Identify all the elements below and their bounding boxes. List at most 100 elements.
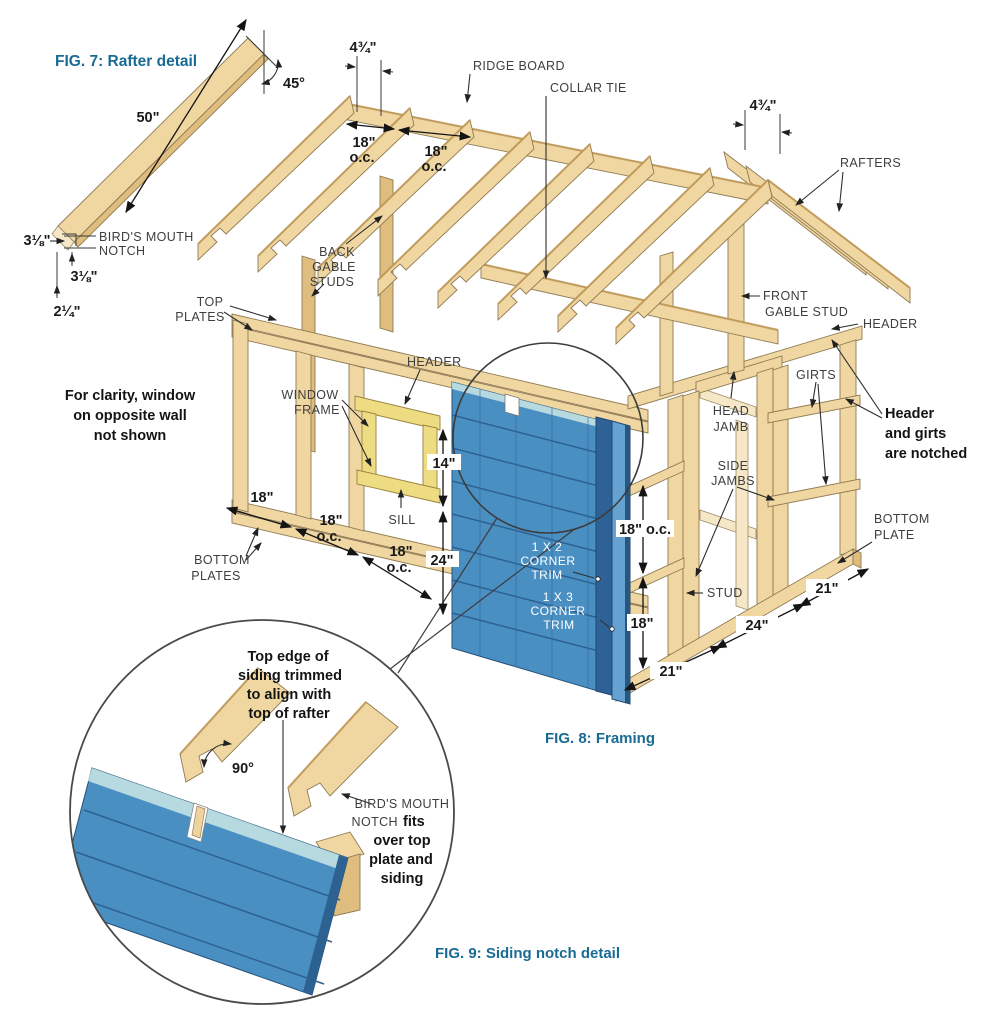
corner-trim-1x2 [595,416,613,696]
svg-text:CORNER: CORNER [530,604,585,618]
fig7-title: FIG. 7: Rafter detail [55,53,197,70]
side-jamb-right [756,367,774,606]
stud-spacing-dim-3: 18" [389,544,412,560]
fig7-length-dim-line [125,18,247,214]
fig8-dimensions: 4¾" 4¾" 18" o.c. 18" o.c. 14" 24" 18" [225,40,870,691]
front-dim-21-left: 21" [659,664,682,680]
svg-text:CORNER: CORNER [520,554,575,568]
fig9-angle-dim: 90° [232,761,254,777]
svg-text:FRAME: FRAME [294,403,340,417]
window-frame [354,395,441,504]
siding-panel [451,381,631,705]
ridge-overhang-right-dim: 4¾" [749,98,776,114]
svg-text:siding trimmed: siding trimmed [238,668,342,684]
fig7-birds-mouth-label-2: NOTCH [99,244,145,258]
svg-text:not shown: not shown [94,428,167,444]
svg-text:to align with: to align with [247,687,332,703]
fig9-caption: FIG. 9: Siding notch detail [435,945,620,962]
front-dim-24: 24" [745,618,768,634]
rafter-spacing-dim-2: 18" [424,144,447,160]
svg-text:PLATE: PLATE [874,528,915,542]
stud-label: STUD [707,586,743,600]
front-header-label: HEADER [863,317,918,331]
svg-text:o.c.: o.c. [422,159,447,175]
svg-text:over top: over top [373,833,430,849]
svg-text:STUDS: STUDS [310,275,354,289]
bottom-plates-label: BOTTOM [194,553,250,567]
svg-text:GABLE: GABLE [312,260,356,274]
fig7-notch-height-dim: 3⅛" [70,269,97,285]
corner-trim-1x2-label: 1 X 2 [532,540,563,554]
window-frame-label: WINDOW [281,388,338,402]
fig8-leaders [223,73,883,632]
svg-text:plate and: plate and [369,852,433,868]
front-bottom-plate-label: BOTTOM [874,512,930,526]
fig7-birds-mouth-notch [62,233,77,246]
svg-text:o.c.: o.c. [387,560,412,576]
stud-spacing-dim-1: 18" [250,490,273,506]
svg-text:TRIM: TRIM [543,618,574,632]
svg-text:PLATES: PLATES [175,310,224,324]
svg-text:are notched: are notched [885,446,967,462]
front-gable-stud [727,213,745,375]
rafter-spacing-dim-1: 18" [352,135,375,151]
right-slope-rafters [723,150,911,304]
girt-upper [767,394,861,424]
side-jamb-left [682,390,700,649]
svg-text:PLATES: PLATES [191,569,240,583]
fig7-tail-dim: 2¼" [53,304,80,320]
fig9-right-rafter [287,701,399,817]
side-jambs-label: SIDE [718,459,749,473]
collar-tie-label: COLLAR TIE [550,81,627,95]
fig7-notch-depth-dim: 3⅛" [23,233,50,249]
fig7-length-dim: 50" [136,110,159,126]
svg-text:o.c.: o.c. [317,529,342,545]
svg-text:TRIM: TRIM [531,568,562,582]
head-jamb-label: HEAD [713,404,749,418]
fig9-top-edge-note: Top edge of [247,649,328,665]
svg-text:o.c.: o.c. [350,150,375,166]
fig8-caption: FIG. 8: Framing [545,730,655,747]
stud-spacing-dim-2: 18" [319,513,342,529]
svg-text:fits: fits [403,814,425,830]
svg-text:siding: siding [381,871,424,887]
fig8-labels: RIDGE BOARD COLLAR TIE RAFTERS BACK GABL… [65,59,967,747]
top-plate-upper [231,313,649,422]
fig7-angle-dim: 45° [283,76,305,92]
back-gable-studs-label: BACK [319,245,355,259]
front-gable-stud-label: FRONT [763,289,808,303]
clarity-note: For clarity, window [65,388,196,404]
top-plates-label: TOP [197,295,224,309]
left-slope-rafters [197,95,773,346]
svg-text:JAMB: JAMB [714,420,749,434]
svg-text:on opposite wall: on opposite wall [73,408,187,424]
rafters-label: RAFTERS [840,156,901,170]
svg-text:and girts: and girts [885,426,946,442]
ridge-overhang-left-dim: 4¾" [349,40,376,56]
fig8-framing: 4¾" 4¾" 18" o.c. 18" o.c. 14" 24" 18" [65,40,967,747]
girt-spacing-dim-2: 18" [630,616,653,632]
fig9-birds-mouth-label: BIRD'S MOUTH [355,797,450,811]
front-dim-21-right: 21" [815,581,838,597]
girt-lower [767,478,861,508]
window-header-label: HEADER [407,355,462,369]
fig9-circle-outline [69,619,455,1005]
sill-height-dim: 24" [430,553,453,569]
fig9-left-rafter [179,667,291,783]
girts-label: GIRTS [796,368,836,382]
notched-note: Header [885,406,935,422]
window-height-dim: 14" [432,456,455,472]
fig7-rafter-detail: 50" 45° 3⅛" 3⅛" 2¼" BIRD'S MOUTH NOTCH F… [23,18,305,320]
ridge-board-label: RIDGE BOARD [473,59,565,73]
girt-spacing-dim: 18" o.c. [619,522,671,538]
svg-text:GABLE STUD: GABLE STUD [765,305,848,319]
corner-stud [232,319,249,513]
corner-trim-1x3-label: 1 X 3 [543,590,574,604]
svg-text:top of rafter: top of rafter [248,706,330,722]
svg-text:NOTCH: NOTCH [352,815,398,829]
sill-label: SILL [388,513,415,527]
siding-top-notch [504,393,520,417]
detail-circle [452,342,644,534]
